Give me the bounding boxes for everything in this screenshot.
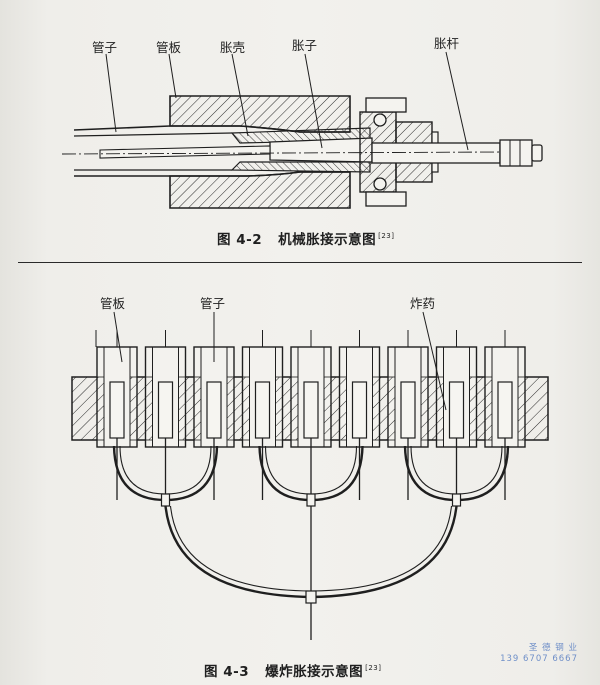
tube-wall-hatch: [484, 376, 493, 441]
explosive-expansion-diagram: 管板 管子 炸药: [71, 296, 549, 640]
label-shell: 胀壳: [220, 40, 245, 55]
label-tube-sheet-2: 管板: [100, 296, 126, 311]
wire-connector: [160, 493, 171, 507]
tube-wall-hatch: [372, 376, 380, 441]
tube-wall-hatch: [436, 376, 444, 441]
figure1-caption: 图 4-2 机械胀接示意图[23]: [217, 228, 394, 248]
figure1-caption-title: 机械胀接示意图: [278, 232, 377, 248]
figure1-caption-number: 图 4-2: [217, 232, 263, 248]
tube: [144, 330, 187, 500]
label-rod: 胀杆: [434, 36, 460, 51]
explosive-charge: [303, 381, 319, 439]
label-explosive: 炸药: [410, 296, 435, 311]
tube-wall-hatch: [290, 376, 299, 441]
figure2-caption-ref: [23]: [365, 664, 382, 672]
explosive-charge: [448, 381, 465, 439]
mechanical-expansion-diagram: 管子 管板 胀壳 胀子 胀杆: [61, 36, 543, 209]
watermark-line1: 圣 德 钢 业: [528, 643, 578, 653]
tube-wall-hatch: [469, 376, 477, 441]
explosive-charge: [351, 381, 368, 439]
label-tube-sheet: 管板: [156, 40, 182, 55]
tube: [338, 330, 381, 500]
tube-wall-hatch: [145, 376, 153, 441]
explosive-charge: [400, 381, 416, 439]
explosive-charge: [497, 381, 513, 439]
label-expander: 胀子: [292, 38, 317, 53]
tube-wall-hatch: [178, 376, 186, 441]
figure2-caption: 图 4-3 爆炸胀接示意图[23]: [204, 660, 381, 680]
detonation-wires: [112, 445, 510, 640]
main-connector: [305, 590, 317, 604]
tube-wall-lower: [74, 171, 350, 177]
figure1-caption-ref: [23]: [378, 232, 395, 240]
tube-wall-hatch: [226, 376, 235, 441]
tube: [484, 330, 526, 500]
rod: [99, 145, 271, 159]
tube: [435, 330, 478, 500]
section-divider: [18, 262, 582, 263]
tube-wall-hatch: [420, 376, 429, 441]
tube-wall-hatch: [275, 376, 283, 441]
watermark-line2: 139 6707 6667: [500, 654, 578, 664]
label-tube-2: 管子: [200, 296, 225, 311]
tube: [241, 330, 284, 500]
explosive-charge: [254, 381, 271, 439]
wire-connector: [451, 493, 462, 507]
explosive-charge: [206, 381, 222, 439]
tube-wall-hatch: [323, 376, 332, 441]
tube-wall-hatch: [517, 376, 526, 441]
figure2-caption-number: 图 4-3: [204, 664, 250, 680]
tube-wall-hatch: [339, 376, 347, 441]
tube: [387, 330, 429, 500]
tube-wall-hatch: [242, 376, 250, 441]
tube-wall-hatch: [193, 376, 202, 441]
tube-wall-hatch: [387, 376, 396, 441]
tube: [290, 330, 332, 500]
tube-array: [95, 330, 526, 500]
tube: [96, 330, 138, 500]
tube-wall-hatch: [129, 376, 138, 441]
label-tube: 管子: [92, 40, 117, 55]
tube: [193, 330, 235, 500]
figure2-caption-title: 爆炸胀接示意图: [265, 664, 364, 680]
watermark: 圣 德 钢 业 139 6707 6667: [500, 643, 578, 665]
wire-connector: [306, 493, 316, 507]
explosive-charge: [157, 381, 174, 439]
tube-wall-hatch: [96, 376, 105, 441]
explosive-charge: [109, 381, 125, 439]
